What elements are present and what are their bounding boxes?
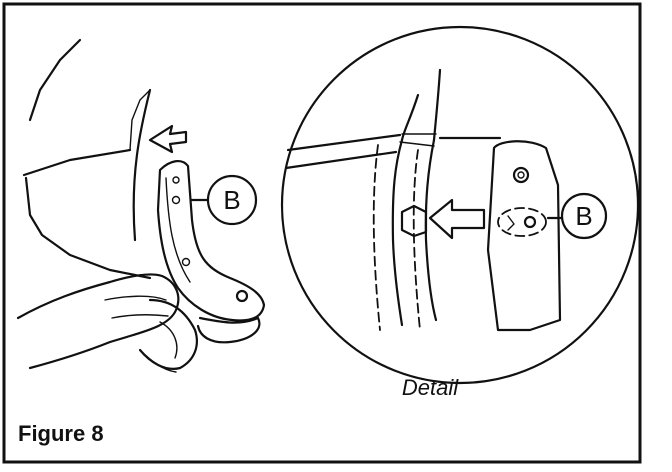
border	[2, 2, 642, 464]
arrow-icon	[148, 124, 188, 154]
detail-circle	[280, 25, 640, 385]
callout-b-main-label: B	[223, 185, 240, 215]
hand	[16, 273, 180, 370]
figure-caption: Figure 8	[18, 421, 104, 446]
callout-b-detail-label: B	[575, 201, 592, 231]
main-illustration: B	[16, 38, 266, 373]
detail-bracket	[486, 140, 562, 332]
callout-b-detail	[560, 192, 608, 240]
arrow-left-icon	[428, 198, 486, 240]
bracket	[156, 160, 266, 322]
detail-view: B	[280, 25, 640, 385]
callout-b-main	[206, 174, 258, 226]
detail-caption: Detail	[402, 375, 459, 400]
